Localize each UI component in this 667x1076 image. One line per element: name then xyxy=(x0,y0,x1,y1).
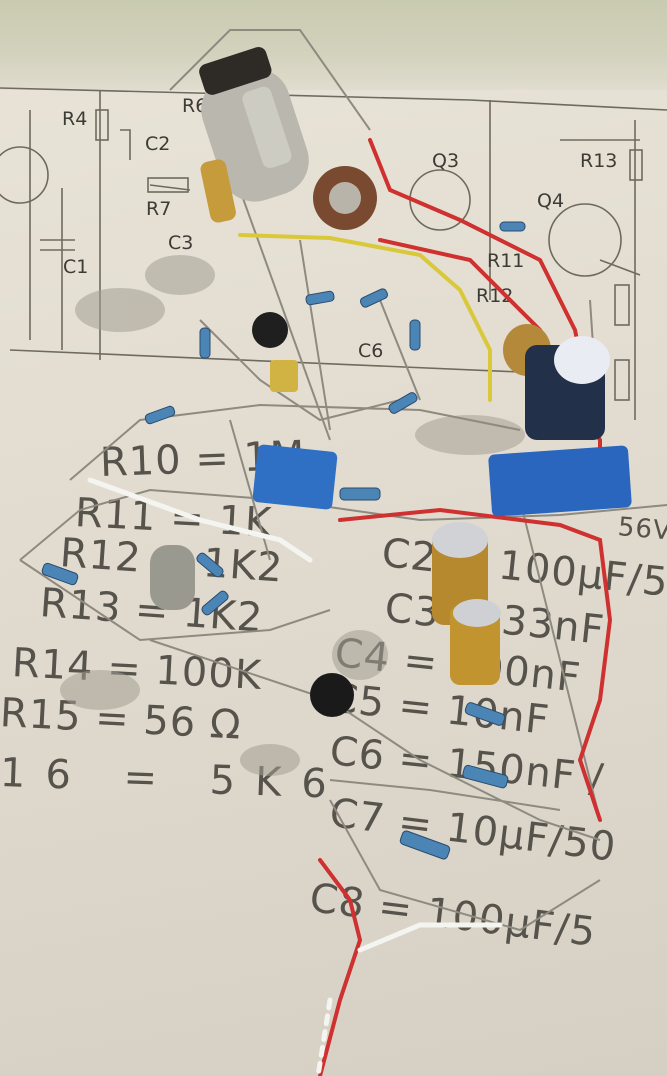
label-c1: C1 xyxy=(63,256,89,278)
label-r4: R4 xyxy=(62,108,88,130)
label-r11: R11 xyxy=(487,250,525,272)
label-r13: R13 xyxy=(580,150,618,172)
vacuum-tube xyxy=(199,46,309,202)
label-c2: C2 xyxy=(145,133,171,155)
label-q3: Q3 xyxy=(432,150,460,172)
background-wall xyxy=(0,0,667,90)
label-r12: R12 xyxy=(476,285,514,307)
label-r7: R7 xyxy=(146,198,172,220)
label-r6: R6 xyxy=(182,95,208,117)
label-c3: C3 xyxy=(168,232,194,254)
label-q4: Q4 xyxy=(537,190,565,212)
label-c6: C6 xyxy=(358,340,384,362)
